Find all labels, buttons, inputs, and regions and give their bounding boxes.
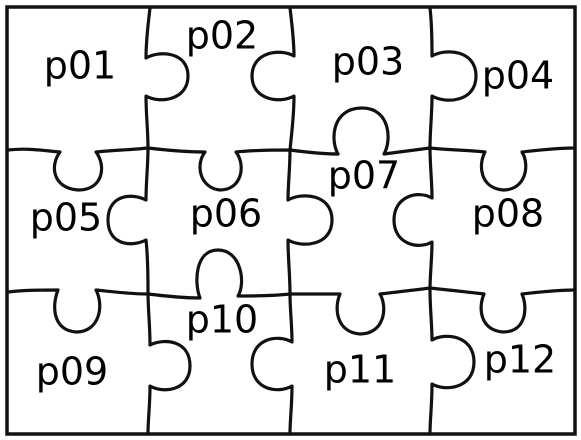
piece-label-p10: p10 [186,298,258,342]
puzzle-cut-lines [6,6,576,435]
piece-label-p04: p04 [482,54,554,98]
piece-label-p02: p02 [186,14,258,58]
cut-v2 [250,6,334,435]
piece-label-p09: p09 [36,350,108,394]
cut-v1 [106,6,192,435]
piece-label-p07: p07 [328,154,400,198]
cut-h2 [6,248,576,336]
piece-label-p03: p03 [332,40,404,84]
piece-label-p08: p08 [472,192,544,236]
cut-v3 [392,6,478,435]
piece-label-p06: p06 [190,192,262,236]
puzzle-frame [5,5,577,436]
piece-label-p11: p11 [324,348,396,392]
piece-label-p12: p12 [484,338,556,382]
piece-label-p01: p01 [44,44,116,88]
piece-labels: p01 p02 p03 p04 p05 p06 p07 p08 p09 p10 … [30,14,556,394]
piece-label-p05: p05 [30,196,102,240]
